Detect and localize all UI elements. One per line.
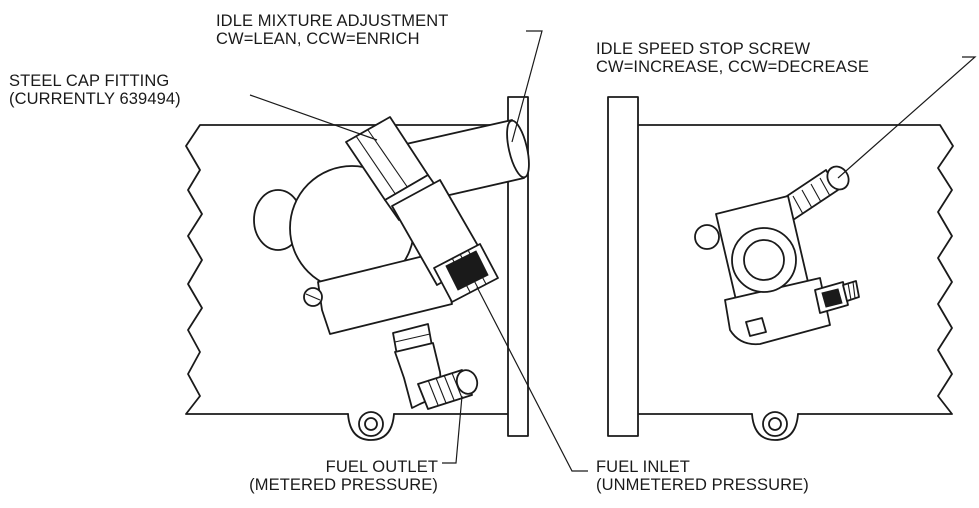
left-flange: [507, 96, 529, 437]
idle-mixture-label: IDLE MIXTURE ADJUSTMENT CW=LEAN, CCW=ENR…: [216, 12, 448, 48]
fuel-outlet-label: FUEL OUTLET (METERED PRESSURE): [176, 458, 438, 494]
left-body-plate: [185, 124, 509, 441]
idle-mixture-label-line2: CW=LEAN, CCW=ENRICH: [216, 30, 420, 48]
left-mount-boss: [358, 411, 384, 437]
steel-cap-label: STEEL CAP FITTING (CURRENTLY 639494): [9, 72, 181, 108]
fuel-outlet-nozzle: [417, 369, 479, 410]
leader-idle-mixture: [511, 30, 543, 143]
idle-speed-label-line1: IDLE SPEED STOP SCREW: [596, 40, 811, 58]
right-mount-boss: [762, 411, 788, 437]
fuel-inlet-threads: [433, 243, 499, 303]
idle-speed-label-line2: CW=INCREASE, CCW=DECREASE: [596, 58, 869, 76]
idle-speed-label: IDLE SPEED STOP SCREW CW=INCREASE, CCW=D…: [596, 40, 869, 76]
steel-cap-label-line1: STEEL CAP FITTING: [9, 72, 170, 90]
lower-pin: [745, 317, 767, 337]
idle-mixture-label-line1: IDLE MIXTURE ADJUSTMENT: [216, 12, 449, 30]
clamp-bolt: [814, 280, 860, 314]
leader-steel-cap: [249, 94, 378, 141]
fuel-inlet-label: FUEL INLET (UNMETERED PRESSURE): [596, 458, 809, 494]
throttle-shaft: [731, 227, 797, 293]
fuel-outlet-label-line1: FUEL OUTLET: [325, 458, 438, 476]
leader-idle-speed: [837, 56, 977, 179]
fuel-outlet-label-line2: (METERED PRESSURE): [249, 476, 438, 494]
fuel-inlet-label-line2: (UNMETERED PRESSURE): [596, 476, 809, 494]
right-body-plate: [637, 124, 954, 441]
stop-knob: [694, 224, 720, 250]
leader-fuel-inlet: [476, 286, 588, 472]
leader-fuel-outlet: [442, 395, 463, 464]
fuel-inlet-label-line1: FUEL INLET: [596, 458, 690, 476]
body-screw: [303, 287, 323, 307]
lower-housing: [317, 251, 453, 335]
steel-cap-label-line2: (CURRENTLY 639494): [9, 90, 181, 108]
right-flange: [607, 96, 639, 437]
